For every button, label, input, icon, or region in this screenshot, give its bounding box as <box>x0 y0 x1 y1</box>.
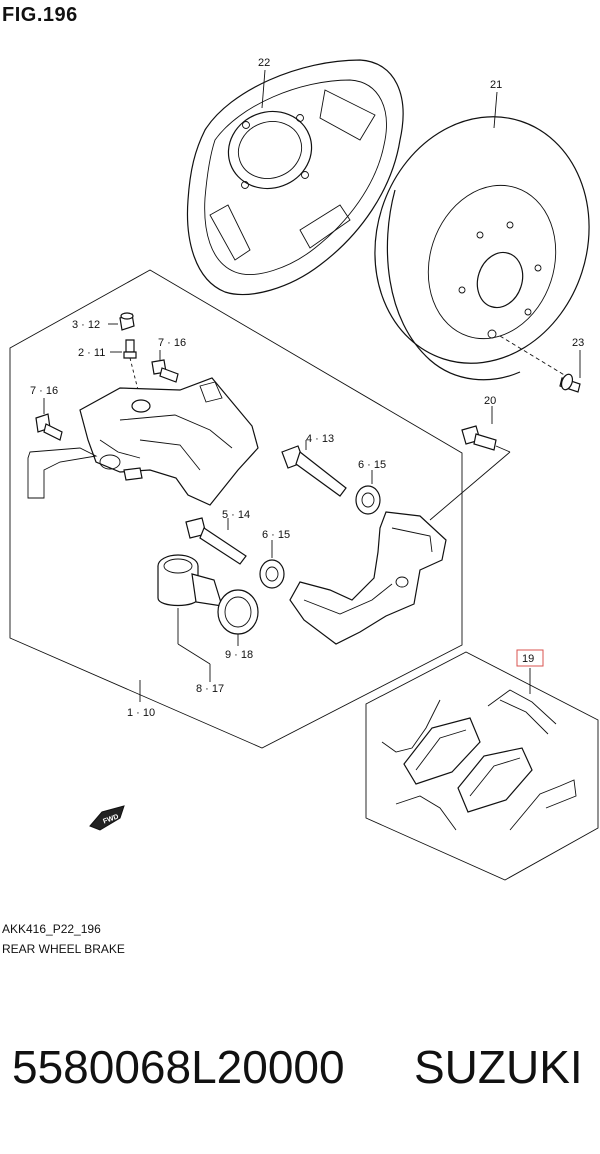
callout-4-13: 4 · 13 <box>306 433 334 445</box>
callout-19-frame <box>516 649 544 667</box>
callout-2-11: 2 · 11 <box>78 347 105 359</box>
caliper-mounting-bracket <box>289 511 447 645</box>
callout-7-16-upper: 7 · 16 <box>158 337 186 349</box>
figure-caption: REAR WHEEL BRAKE <box>2 942 125 956</box>
guide-pin-upper <box>281 445 347 497</box>
brand-name: SUZUKI <box>414 1041 583 1093</box>
callout-9-18: 9 · 18 <box>225 649 253 661</box>
piston-seal <box>217 589 259 635</box>
caliper-bolt-upper <box>151 359 179 383</box>
brake-pads <box>381 689 577 831</box>
caliper-piston <box>157 554 223 607</box>
callout-6-15-upper: 6 · 15 <box>358 459 386 471</box>
guide-pin-boot-upper <box>355 485 381 515</box>
exploded-brake-diagram: 22 21 23 1 · 10 3 · 12 2 · 11 <box>9 57 599 881</box>
callout-22: 22 <box>258 57 270 69</box>
caliper-bolt-left <box>35 413 63 441</box>
hose-bracket <box>27 447 98 499</box>
guide-pin-lower <box>185 517 247 565</box>
callout-3-12: 3 · 12 <box>72 319 100 331</box>
part-number: 5580068L20000 <box>12 1041 345 1093</box>
callout-20: 20 <box>484 395 496 407</box>
guide-pin-boot-lower <box>259 559 285 589</box>
callout-8-17: 8 · 17 <box>196 683 224 695</box>
bleeder-cap <box>119 312 135 331</box>
callout-5-14: 5 · 14 <box>222 509 250 521</box>
callout-19: 19 <box>522 653 534 665</box>
fig-title: FIG.196 <box>2 4 78 26</box>
bracket-bolt <box>429 425 511 521</box>
pad-kit-box <box>365 651 599 881</box>
callout-21: 21 <box>490 79 502 91</box>
callout-6-15-lower: 6 · 15 <box>262 529 290 541</box>
figure-code: AKK416_P22_196 <box>2 922 101 936</box>
callout-1-10: 1 · 10 <box>127 707 155 719</box>
bleeder-screw <box>123 339 141 399</box>
callout-23: 23 <box>572 337 584 349</box>
brake-disc <box>374 91 590 381</box>
caliper-body <box>79 377 259 506</box>
forward-direction-arrow: FWD <box>89 805 125 831</box>
dust-shield <box>186 59 404 296</box>
disc-screw <box>499 335 581 393</box>
caliper-assembly-box <box>9 269 463 749</box>
callout-7-16-left: 7 · 16 <box>30 385 58 397</box>
